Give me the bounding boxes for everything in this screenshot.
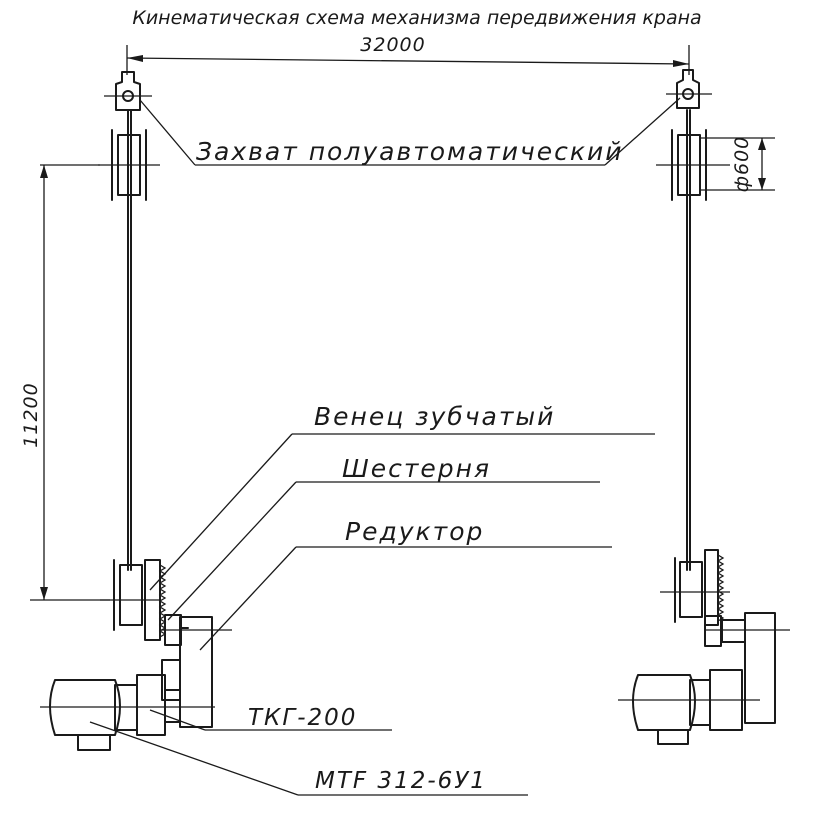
reducer-label: Редуктор <box>345 517 484 546</box>
left-drive <box>40 559 232 751</box>
coupling-callout: ТКГ-200 <box>149 705 392 731</box>
coupling-label: ТКГ-200 <box>248 705 357 731</box>
gripper-callout: Захват полуавтоматический <box>139 97 681 166</box>
right-drive <box>618 549 790 745</box>
wheel-diameter-text: ф600 <box>731 136 753 193</box>
wheelbase-dimension: 11200 <box>20 165 110 601</box>
pinion-callout: Шестерня <box>167 454 600 621</box>
left-rail <box>127 109 132 571</box>
reducer-callout: Редуктор <box>199 517 612 651</box>
left-gripper <box>104 71 152 111</box>
wheelbase-text: 11200 <box>20 382 42 447</box>
span-dimension: 32000 <box>126 34 690 75</box>
ring-gear-callout: Венец зубчатый <box>149 402 655 591</box>
motor-callout: MTF 312-6У1 <box>89 721 528 796</box>
wheel-diameter-dimension: ф600 <box>700 136 775 193</box>
right-rail <box>686 109 691 571</box>
ring-gear-label: Венец зубчатый <box>314 402 555 431</box>
span-dimension-text: 32000 <box>360 34 425 56</box>
right-top-wheel <box>656 129 730 201</box>
left-top-wheel <box>40 129 160 201</box>
right-gripper <box>666 69 712 109</box>
motor-label: MTF 312-6У1 <box>315 768 487 794</box>
diagram-title: Кинематическая схема механизма передвиже… <box>132 7 701 29</box>
pinion-label: Шестерня <box>342 454 491 483</box>
gripper-label: Захват полуавтоматический <box>196 137 624 166</box>
